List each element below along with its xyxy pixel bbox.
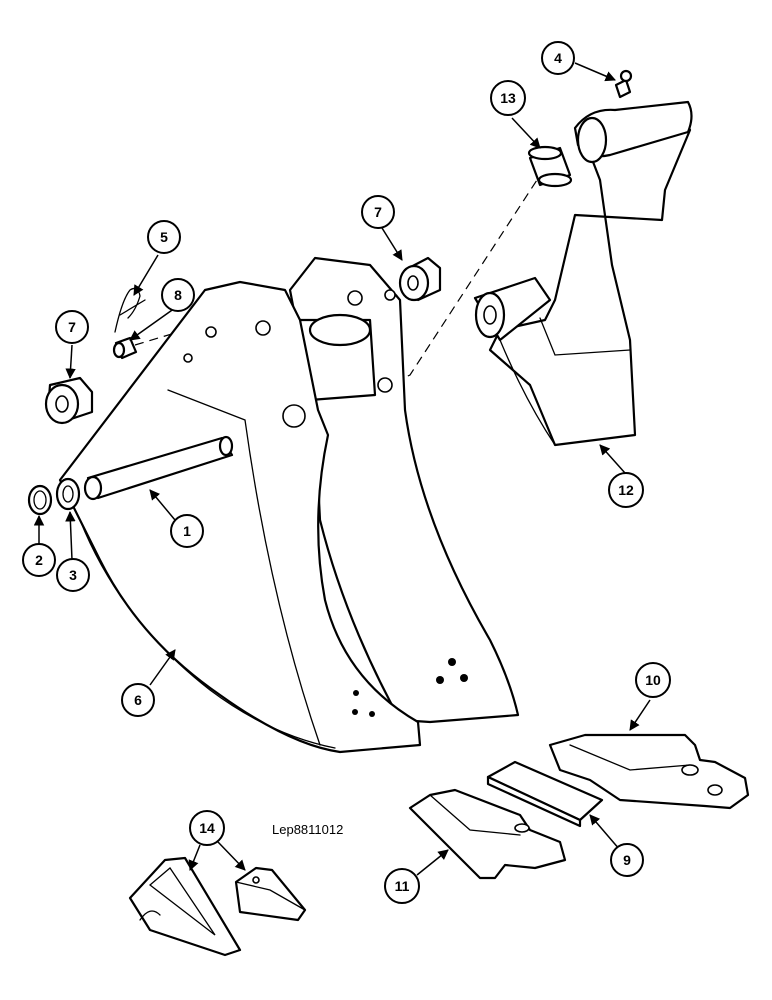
- ripper-shank: [58, 256, 520, 754]
- svg-text:10: 10: [645, 672, 661, 688]
- svg-text:7: 7: [68, 319, 76, 335]
- svg-text:2: 2: [35, 552, 43, 568]
- hairpin-clip: [114, 287, 146, 333]
- sleeve: [527, 145, 573, 188]
- callout-5: 5: [147, 220, 181, 254]
- callout-11: 11: [384, 868, 420, 904]
- tooth-adapter: [408, 788, 567, 880]
- svg-text:9: 9: [623, 852, 631, 868]
- callout-2: 2: [22, 543, 56, 577]
- tooth-small: [234, 866, 307, 922]
- small-pin: [112, 336, 138, 360]
- pin: [83, 435, 234, 501]
- svg-text:7: 7: [374, 204, 382, 220]
- callout-12: 12: [608, 472, 644, 508]
- wear-plate: [486, 760, 604, 828]
- svg-text:3: 3: [69, 567, 77, 583]
- callout-10: 10: [635, 662, 671, 698]
- bushing-right: [398, 256, 442, 302]
- washer: [55, 477, 81, 511]
- svg-text:4: 4: [554, 50, 562, 66]
- callout-7-right: 7: [361, 195, 395, 229]
- snap-ring: [27, 484, 53, 516]
- callout-7-left: 7: [55, 310, 89, 344]
- bushing-left: [44, 376, 94, 425]
- svg-text:8: 8: [174, 287, 182, 303]
- drawing-reference: Lep8811012: [272, 822, 343, 837]
- adapter: [548, 733, 750, 810]
- callout-14: 14: [189, 810, 225, 846]
- svg-text:13: 13: [500, 90, 516, 106]
- leader-lines: [33, 62, 651, 876]
- svg-text:14: 14: [199, 820, 215, 836]
- svg-text:5: 5: [160, 229, 168, 245]
- svg-text:6: 6: [134, 692, 142, 708]
- grease-fitting: [614, 69, 633, 99]
- callout-4: 4: [541, 41, 575, 75]
- protector: [473, 100, 693, 447]
- callout-6: 6: [121, 683, 155, 717]
- svg-text:1: 1: [183, 523, 191, 539]
- callout-13: 13: [490, 80, 526, 116]
- callout-3: 3: [56, 558, 90, 592]
- tooth-large: [128, 856, 242, 957]
- svg-text:12: 12: [618, 482, 634, 498]
- callout-8: 8: [161, 278, 195, 312]
- callout-9: 9: [610, 843, 644, 877]
- svg-text:11: 11: [395, 878, 410, 894]
- callout-1: 1: [170, 514, 204, 548]
